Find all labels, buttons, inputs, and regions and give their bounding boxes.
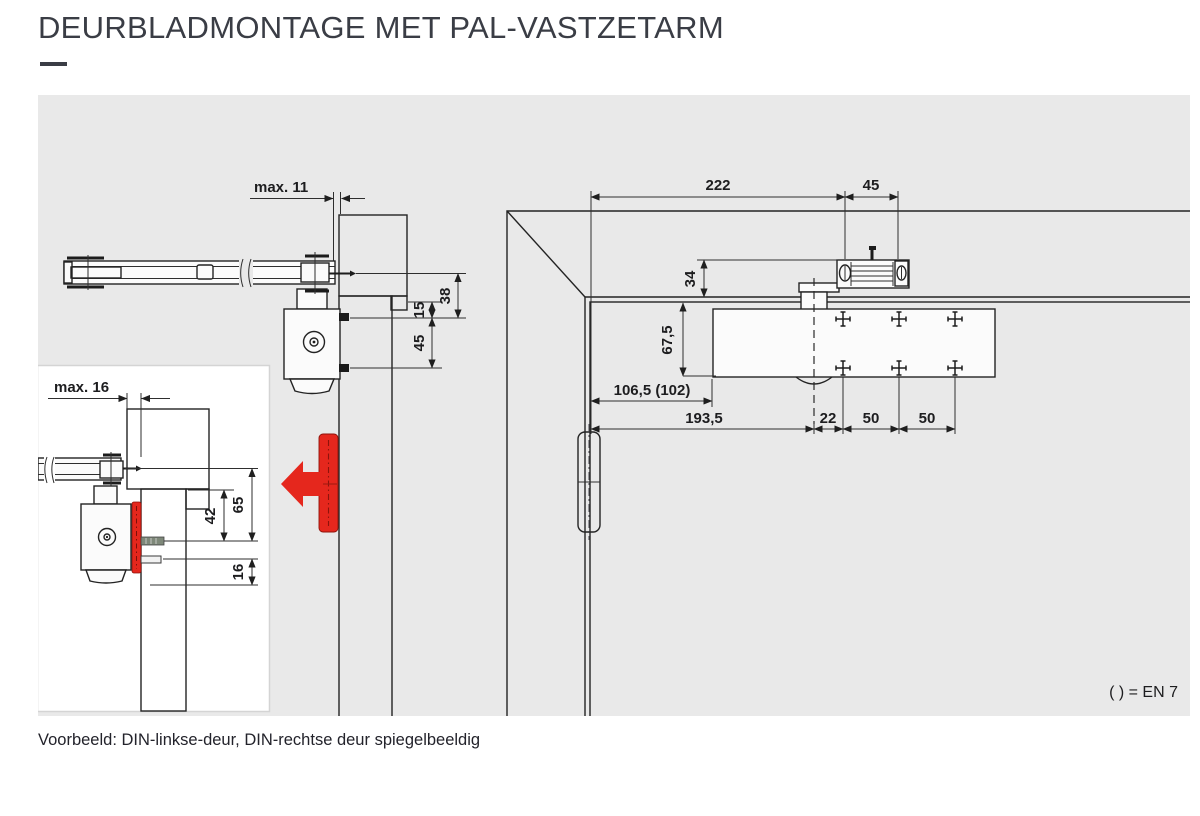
screw-cross [947, 311, 963, 327]
dim-193-5: 193,5 [685, 410, 723, 427]
dim-38: 38 [437, 288, 454, 305]
dim-45-rail: 45 [863, 177, 880, 194]
closer-arm-side [63, 252, 356, 294]
closer-body-front [712, 278, 996, 424]
inset-view-dimensions: max. 16 65 42 16 [48, 379, 258, 586]
screw-cross [835, 360, 851, 376]
dim-15: 15 [411, 302, 428, 319]
inset-closer-body [80, 485, 165, 584]
dim-45-side: 45 [411, 335, 428, 352]
screw-cross [891, 360, 907, 376]
hold-open-slide-rail [836, 246, 910, 289]
dim-16: 16 [230, 564, 247, 581]
inset-closer-arm [38, 452, 142, 486]
dim-34: 34 [682, 270, 699, 287]
screw-cross [835, 311, 851, 327]
dim-22: 22 [820, 410, 837, 427]
dim-50b: 50 [919, 410, 936, 427]
inset-door-leaf [140, 488, 187, 712]
door-leaf-front [589, 301, 1190, 716]
closer-body-side [283, 288, 349, 395]
inset-view: max. 16 65 42 16 [38, 364, 271, 713]
red-direction-arrow-icon [281, 461, 323, 507]
hold-open-plate-red [318, 433, 339, 533]
dim-65: 65 [230, 497, 247, 514]
title-dash [40, 62, 67, 66]
caption-text: Voorbeeld: DIN-linkse-deur, DIN-rechtse … [38, 731, 481, 749]
page-title: DEURBLADMONTAGE MET PAL-VASTZETARM [38, 10, 724, 45]
side-view-dimensions: max. 11 38 15 45 [250, 179, 466, 369]
dim-106-5: 106,5 (102) [614, 382, 691, 399]
hinge [577, 424, 601, 540]
wall-section [338, 214, 408, 297]
diagram-canvas: 222 45 34 67,5 106,5 (102) [38, 177, 1190, 716]
front-view: 222 45 34 67,5 106,5 (102) [506, 177, 1190, 716]
inset-hold-open-plate-red [131, 501, 142, 574]
dim-67-5: 67,5 [659, 325, 676, 354]
screw-cross [947, 360, 963, 376]
en7-note: ( ) = EN 7 [1109, 684, 1178, 701]
dim-max-16: max. 16 [54, 379, 109, 396]
side-view: max. 11 38 15 45 [63, 179, 466, 716]
screw-cross [891, 311, 907, 327]
mounting-diagram: 222 45 34 67,5 106,5 (102) [38, 95, 1190, 716]
dim-50a: 50 [863, 410, 880, 427]
dim-222: 222 [705, 177, 730, 194]
dim-42: 42 [202, 508, 219, 525]
front-view-dimensions: 222 45 34 67,5 106,5 (102) [590, 177, 956, 434]
door-leaf-side [338, 295, 393, 716]
frame-miter-line [506, 210, 586, 298]
frame-step [390, 295, 408, 311]
dim-max-11: max. 11 [254, 179, 308, 196]
